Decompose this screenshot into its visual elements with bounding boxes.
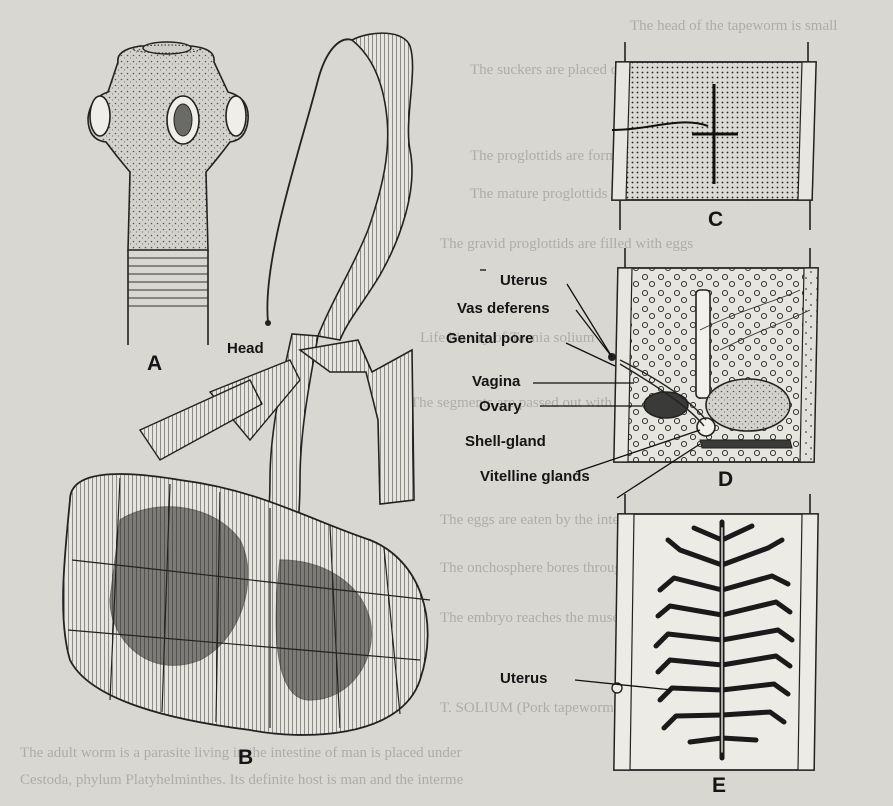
label-vitelline-glands: Vitelline glands [480,468,590,485]
label-head: Head [227,340,264,357]
label-vagina: Vagina [472,373,520,390]
label-vas-deferens: Vas deferens [457,300,550,317]
panel-e-gravid-proglottid [612,494,818,770]
panel-letter-b: B [238,746,253,770]
panel-letter-d: D [718,468,733,492]
label-uterus-d: Uterus [500,272,548,289]
panel-letter-c: C [708,208,723,232]
label-shell-gland: Shell-gland [465,433,546,450]
panel-d-mature-proglottid [608,248,818,462]
panel-a-scolex [88,42,248,345]
panel-c-segment [612,42,816,230]
panel-letter-a: A [147,352,162,376]
label-ovary: Ovary [479,398,522,415]
label-uterus-e: Uterus [500,670,548,687]
label-genital-pore: Genital pore [446,330,534,347]
panel-letter-e: E [712,774,726,798]
